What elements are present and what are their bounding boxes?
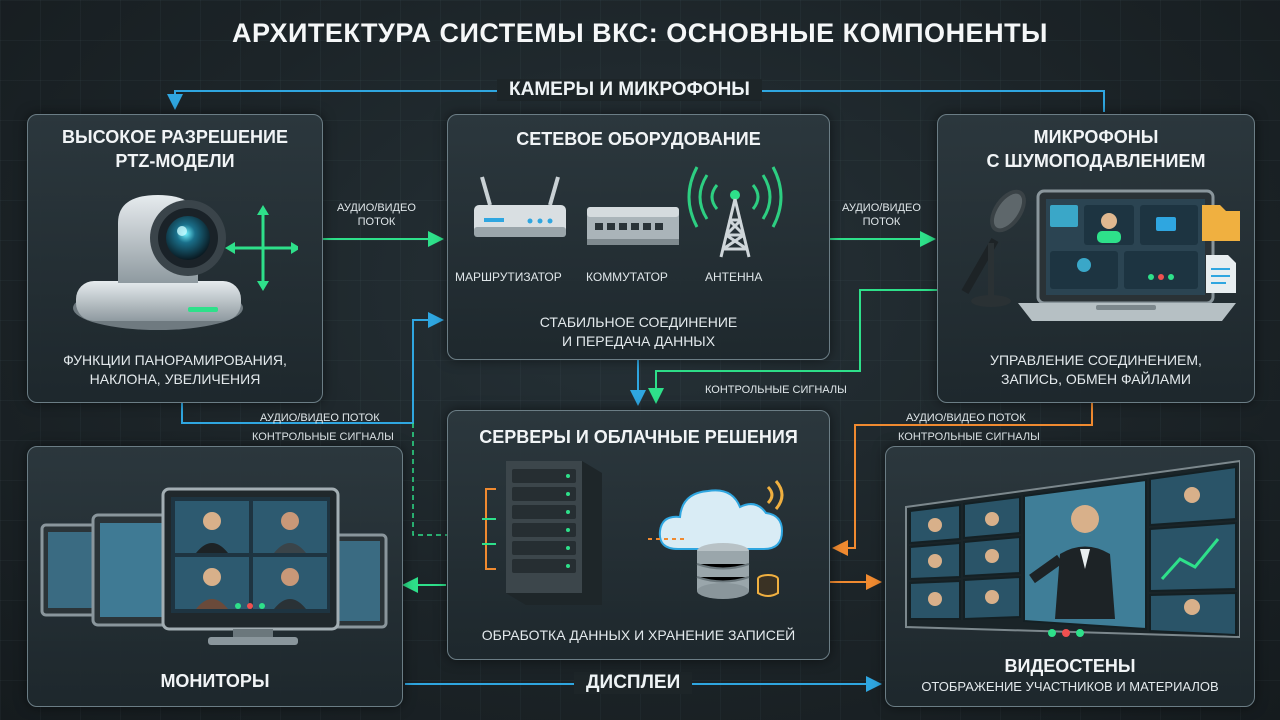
videowall-icon: [905, 459, 1240, 639]
panel-servers-desc: ОБРАБОТКА ДАННЫХ И ХРАНЕНИЕ ЗАПИСЕЙ: [481, 627, 796, 643]
av-label-wall: АУДИО/ВИДЕО ПОТОК: [906, 412, 1026, 424]
mic-to-wall-line: [832, 402, 1093, 556]
panel-cameras-desc: ФУНКЦИИ ПАНОРАМИРОВАНИЯ,НАКЛОНА, УВЕЛИЧЕ…: [63, 352, 287, 387]
av-label-camera: АУДИО/ВИДЕО ПОТОК: [260, 412, 380, 424]
dashed-link: [412, 423, 448, 536]
switch-icon: [587, 207, 679, 245]
file-icons: [1202, 205, 1240, 293]
switch-label: КОММУТАТОР: [586, 270, 668, 284]
panel-servers: СЕРВЕРЫ И ОБЛАЧНЫЕ РЕШЕНИЯ ОБРАБОТКА ДАН…: [447, 410, 830, 660]
control-label-wall: КОНТРОЛЬНЫЕ СИГНАЛЫ: [898, 431, 1040, 443]
monitors-icon: [40, 487, 388, 645]
panel-monitors: МОНИТОРЫ: [27, 446, 403, 707]
page-title: АРХИТЕКТУРА СИСТЕМЫ ВКС: ОСНОВНЫЕ КОМПОН…: [232, 18, 1048, 48]
antenna-label: АНТЕННА: [705, 270, 763, 284]
panel-videowalls-title: ВИДЕОСТЕНЫ: [1004, 656, 1136, 676]
panel-videowalls-desc: ОТОБРАЖЕНИЕ УЧАСТНИКОВ И МАТЕРИАЛОВ: [921, 679, 1219, 694]
top-band-label: КАМЕРЫ И МИКРОФОНЫ: [497, 79, 762, 101]
router-label: МАРШРУТИЗАТОР: [455, 270, 562, 284]
mic-control-line: [648, 289, 937, 404]
panel-microphones-desc: УПРАВЛЕНИЕ СОЕДИНЕНИЕМ,ЗАПИСЬ, ОБМЕН ФАЙ…: [990, 352, 1202, 387]
bottom-band-label: ДИСПЛЕИ: [574, 672, 693, 694]
panel-videowalls: ВИДЕОСТЕНЫ ОТОБРАЖЕНИЕ УЧАСТНИКОВ И МАТЕ…: [885, 446, 1255, 707]
panel-network-title: СЕТЕВОЕ ОБОРУДОВАНИЕ: [516, 129, 761, 149]
panel-servers-title: СЕРВЕРЫ И ОБЛАЧНЫЕ РЕШЕНИЯ: [479, 427, 798, 447]
ptz-camera-icon: [73, 195, 298, 330]
cloud-database-icon: [648, 480, 784, 599]
control-label-center: КОНТРОЛЬНЫЕ СИГНАЛЫ: [705, 384, 847, 396]
panel-monitors-title: МОНИТОРЫ: [160, 671, 270, 691]
antenna-icon: [687, 166, 783, 258]
server-rack-icon: [482, 461, 602, 605]
control-label-camera: КОНТРОЛЬНЫЕ СИГНАЛЫ: [252, 431, 394, 443]
panel-network: СЕТЕВОЕ ОБОРУДОВАНИЕ МАРШРУТИЗАТОР КОММУ…: [447, 114, 830, 360]
laptop-microphone-icon: [961, 189, 1236, 321]
router-icon: [474, 176, 566, 237]
